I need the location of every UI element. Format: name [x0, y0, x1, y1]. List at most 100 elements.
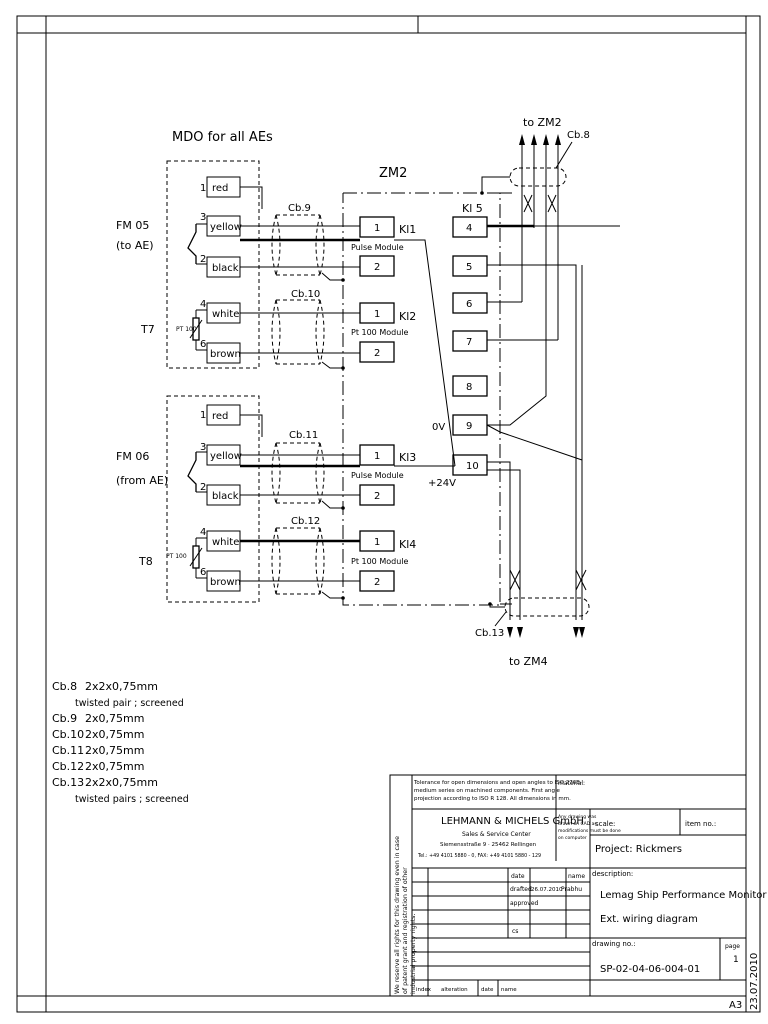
tolerance-line-2: medium series on machined components. Fi… [414, 788, 561, 794]
kl5-terminal [452, 330, 488, 352]
junction [488, 602, 492, 606]
legend-cable-id: Cb.12 [52, 760, 84, 773]
kl5-label: Kl 5 [462, 202, 483, 215]
cb13-arrows [507, 627, 585, 638]
rights-notice: We reserve all rights for this drawing e… [394, 836, 417, 994]
pulse-module-label: Pulse Module [351, 471, 404, 480]
page-value: 1 [733, 955, 739, 965]
legend-cable-id: Cb.13 [52, 776, 84, 789]
kl5-terminal-number: 10 [466, 461, 479, 472]
project-name: Project: Rickmers [595, 844, 682, 855]
pt100-module-label: Pt 100 Module [351, 328, 408, 337]
cable-cb12 [271, 527, 325, 595]
legend-cable-spec: 2x2x0,75mm [85, 776, 158, 789]
legend-cable-spec: 2x0,75mm [85, 760, 144, 773]
cable-cb10 [271, 299, 325, 365]
index-label: index [416, 987, 432, 993]
kl1-label: Kl1 [399, 223, 416, 236]
format-label: A3 [729, 1000, 742, 1011]
module-pin: 1 [374, 537, 380, 548]
terminal-number: 6 [200, 567, 206, 578]
wire [486, 424, 583, 461]
company-name: LEHMANN & MICHELS GmbH [441, 816, 584, 827]
leader-line [494, 611, 507, 627]
junction [480, 191, 484, 195]
kl3-terminal-2 [359, 484, 395, 506]
pulse-module-label: Pulse Module [351, 243, 404, 252]
title-block [389, 774, 747, 997]
kl3-terminal-1 [359, 444, 395, 466]
terminal-label: black [212, 491, 239, 502]
kl2-label: Kl2 [399, 310, 416, 323]
terminal-number: 4 [200, 299, 206, 310]
kl2-terminal-2 [359, 341, 395, 363]
legend-cable-spec: 2x0,75mm [85, 744, 144, 757]
print-date: 23.07.2010 [749, 953, 760, 1010]
cb13-shield [504, 597, 590, 617]
zm2-enclosure [342, 192, 501, 606]
module-pin: 2 [374, 577, 380, 588]
approved-label: approved [510, 900, 539, 907]
junction [341, 278, 345, 282]
cable-label-cb9: Cb.9 [288, 203, 311, 214]
print-date-wrap: 23.07.2010 [749, 953, 760, 1010]
terminal-label: yellow [210, 222, 242, 233]
terminal-label: white [212, 537, 239, 548]
terminal-number: 3 [200, 442, 206, 453]
switch-fm06-icon [187, 452, 197, 492]
company-sub: Sales & Service Center [462, 831, 531, 838]
terminal-label: red [212, 183, 228, 194]
kl3-label: Kl3 [399, 451, 416, 464]
legend-cable-id: Cb.11 [52, 744, 84, 757]
legend-cable-id: Cb.8 [52, 680, 77, 693]
terminal-label: white [212, 309, 239, 320]
kl5-terminal [452, 454, 488, 476]
kl4-terminal-2 [359, 570, 395, 592]
pt100-module-label: Pt 100 Module [351, 557, 408, 566]
kl5-terminal-number: 7 [466, 337, 472, 348]
name-header: name [568, 873, 585, 880]
switch-fm05-icon [187, 224, 197, 264]
cable-cb11 [271, 442, 325, 504]
item-no-label: item no.: [685, 820, 716, 828]
terminal-number: 1 [200, 183, 206, 194]
cable-label-cb12: Cb.12 [291, 516, 320, 527]
junction [341, 506, 345, 510]
t8-label: T8 [138, 555, 153, 568]
pt100-label: PT 100 [176, 326, 197, 333]
tolerance-line-1: Tolerance for open dimensions and open a… [413, 780, 582, 786]
kl4-label: Kl4 [399, 538, 416, 551]
cb8-arrows [519, 134, 561, 340]
twist-icon [523, 194, 557, 213]
tolerance-line-3: projection according to ISO R 128. All d… [414, 796, 571, 802]
alteration-label: alteration [441, 987, 468, 993]
cad-note-1: Any drawing was [558, 814, 597, 820]
terminal-label: black [212, 263, 239, 274]
legend-cable-note: twisted pairs ; screened [75, 794, 189, 805]
description-line-2: Ext. wiring diagram [600, 914, 698, 925]
rights-line-3: industrial property rights. [410, 914, 417, 994]
twist-icon [509, 569, 587, 591]
drawing-number: SP-02-04-06-004-01 [600, 964, 700, 975]
cable-label-cb10: Cb.10 [291, 289, 320, 300]
wire [487, 264, 577, 620]
mdo-box-2 [166, 395, 260, 603]
drawing-no-label: drawing no.: [592, 940, 636, 948]
terminal-label: brown [210, 349, 241, 360]
terminal-label: red [212, 411, 228, 422]
module-pin: 2 [374, 262, 380, 273]
kl1-terminal-2 [359, 255, 395, 277]
terminal-number: 2 [200, 254, 206, 265]
kl5-terminal-number: 8 [466, 382, 472, 393]
date-label: date [481, 987, 494, 993]
kl5-terminal [452, 255, 488, 277]
pt100-arrow [189, 319, 203, 339]
wire [240, 414, 263, 437]
shield-drain [321, 500, 343, 509]
company-address: Siemensstraße 9 · 25462 Rellingen [440, 842, 537, 848]
kl5-terminal-number: 5 [466, 262, 472, 273]
drafted-name: Prabhu [561, 886, 582, 893]
shield-drain [321, 272, 343, 281]
